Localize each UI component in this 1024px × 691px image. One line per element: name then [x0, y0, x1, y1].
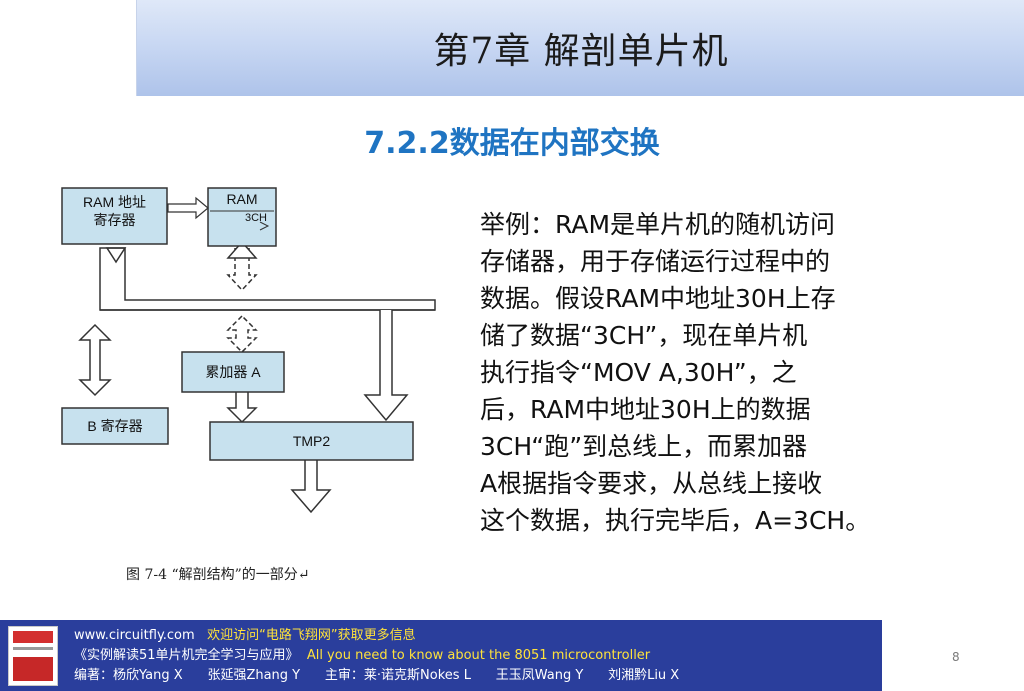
body-line: 执行指令“MOV A,30H”，之 [480, 358, 797, 387]
footer-authors: 编著：杨欣Yang X 张延强Zhang Y 主审：莱·诺克斯Nokes L 王… [74, 668, 680, 683]
bus-diagram-svg [61, 187, 436, 514]
body-line: 举例：RAM是单片机的随机访问 [480, 210, 836, 239]
ram-label: RAM [226, 191, 258, 207]
tmp2-box [209, 421, 414, 461]
body-line: 储了数据“3CH”，现在单片机 [480, 321, 808, 350]
body-text: 举例：RAM是单片机的随机访问 存储器，用于存储运行过程中的 数据。假设RAM中… [480, 206, 980, 539]
header-band: 第7章 解剖单片机 [136, 0, 1024, 96]
figure-caption: 图 7-4 “解剖结构”的一部分↵ [126, 567, 310, 583]
b-reg-label: B 寄存器 [87, 418, 143, 434]
addr-pointer-arrow [167, 196, 209, 220]
footer-book-en: All you need to know about the 8051 micr… [306, 648, 651, 663]
acc-box [181, 351, 285, 393]
left-top-blank [0, 0, 136, 96]
page-number: 8 [952, 650, 960, 664]
tmp2-label: TMP2 [292, 433, 331, 449]
ram-addr-label: RAM 地址 寄存器 [83, 194, 146, 228]
tmp2-out-arrow [290, 460, 332, 514]
acc-tmp2-arrow [226, 392, 258, 424]
bus-diagram: RAM 地址 寄存器 RAM 3CH 累加器 A B 寄存器 TMP2 [50, 180, 450, 550]
acc-bus-arrow [226, 314, 258, 354]
footer-bar: www.circuitfly.com 欢迎访问“电路飞翔网”获取更多信息 《实例… [0, 620, 882, 691]
body-line: A根据指令要求，从总线上接收 [480, 469, 823, 498]
ram-addr-arrow [105, 247, 127, 264]
book-cover-icon [8, 626, 58, 686]
footer-line-2: 《实例解读51单片机完全学习与应用》 All you need to know … [74, 648, 650, 664]
system-bus [99, 247, 436, 311]
section-title: 7.2.2数据在内部交换 [364, 126, 660, 161]
b-reg-box [61, 407, 169, 445]
ram-box [207, 187, 277, 247]
footer-line-1: www.circuitfly.com 欢迎访问“电路飞翔网”获取更多信息 [74, 628, 416, 644]
body-line: 后，RAM中地址30H上的数据 [480, 395, 811, 424]
acc-label: 累加器 A [205, 364, 261, 380]
ram-value: 3CH [244, 212, 267, 224]
ram-addr-box [61, 187, 168, 245]
footer-welcome: 欢迎访问“电路飞翔网”获取更多信息 [207, 628, 416, 643]
body-line: 3CH“跑”到总线上，而累加器 [480, 432, 808, 461]
bus-down-arrow [363, 310, 409, 422]
body-line: 这个数据，执行完毕后，A=3CH。 [480, 506, 871, 535]
body-line: 数据。假设RAM中地址30H上存 [480, 284, 836, 313]
body-line: 存储器，用于存储运行过程中的 [480, 247, 831, 276]
footer-book-cn: 《实例解读51单片机完全学习与应用》 [74, 648, 299, 663]
footer-site-link[interactable]: www.circuitfly.com [74, 628, 195, 643]
b-reg-arrow [78, 323, 112, 397]
chapter-title: 第7章 解剖单片机 [433, 31, 729, 72]
